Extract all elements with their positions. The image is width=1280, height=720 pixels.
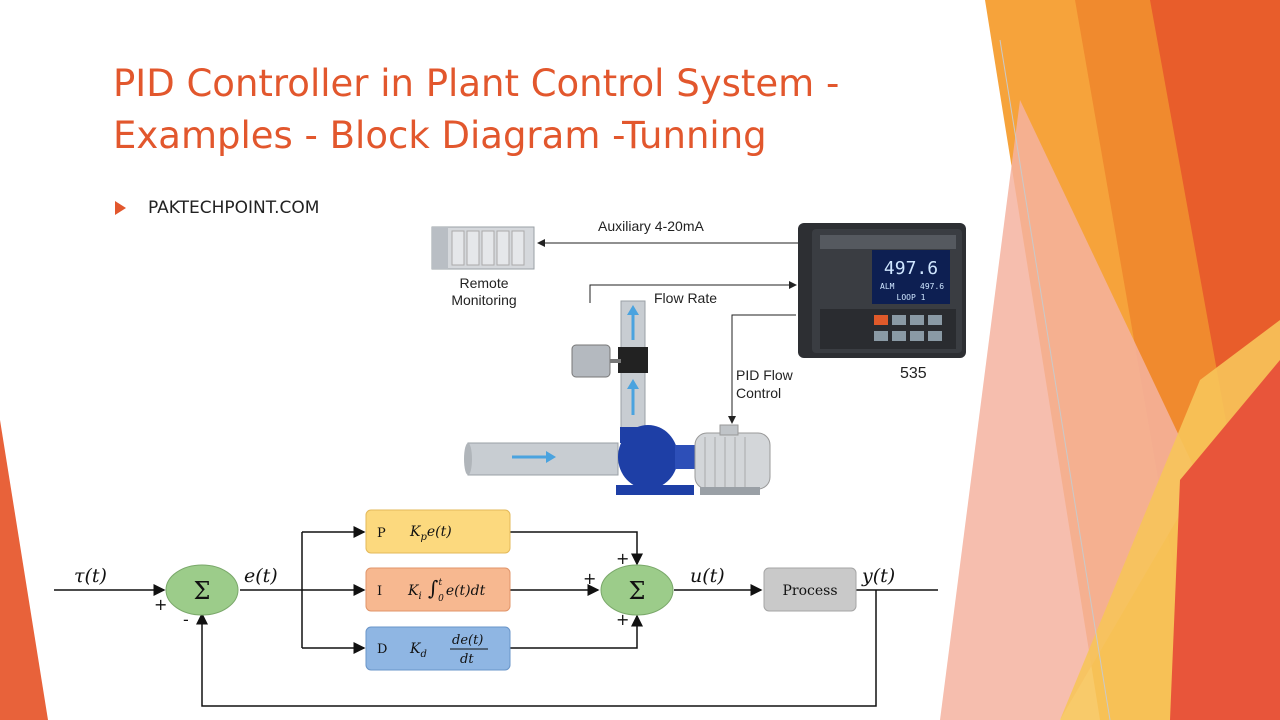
auxiliary-label: Auxiliary 4-20mA [598, 218, 704, 234]
summing-junction-2: Σ [600, 564, 674, 616]
p-block-letter: P [377, 526, 386, 541]
error-signal-label: e(t) [244, 565, 278, 587]
i-block [365, 567, 511, 612]
d-block-denominator: dt [460, 652, 474, 667]
display-alm-value: 497.6 [920, 282, 944, 291]
inlet-pipe [467, 442, 619, 476]
p-to-sum [510, 531, 643, 566]
sign-plus-p: + [616, 549, 629, 568]
remote-monitoring-icon [431, 226, 535, 270]
controller-button [892, 315, 906, 325]
title-line-2: Examples - Block Diagram -Tunning [113, 114, 767, 157]
controller-button [874, 331, 888, 341]
sign-plus-input: + [154, 595, 167, 614]
flow-meter-icon [571, 344, 611, 378]
page-title: PID Controller in Plant Control System -… [113, 58, 933, 162]
pump-icon [616, 425, 695, 495]
display-alm-label: ALM [880, 282, 895, 291]
pid-label-1: PID Flow [736, 367, 794, 383]
d-to-sum [510, 614, 643, 649]
controller-button [874, 315, 888, 325]
sign-plus-i: + [583, 569, 596, 588]
d-block [365, 626, 511, 671]
display-main-value: 497.6 [884, 258, 938, 279]
summing-junction-1: Σ [165, 564, 239, 616]
plant-illustration: Remote Monitoring Auxiliary 4-20mA 497.6… [431, 218, 966, 495]
bg-thin-line [999, 39, 1111, 720]
model-label: 535 [900, 365, 927, 382]
d-block-numerator: de(t) [452, 633, 483, 648]
bg-left-shape [0, 420, 48, 720]
bullet-text: PAKTECHPOINT.COM [148, 198, 320, 218]
bullet-arrow-icon [115, 201, 126, 215]
display-loop: LOOP 1 [897, 293, 926, 302]
i-block-letter: I [377, 584, 382, 599]
controller-535 [798, 223, 966, 358]
process-block [763, 567, 857, 612]
title-line-1: PID Controller in Plant Control System - [113, 62, 840, 105]
controller-display [872, 250, 950, 304]
controller-button [892, 331, 906, 341]
flow-rate-line [589, 281, 797, 303]
p-block-expression: Kpe(t) [409, 524, 452, 543]
remote-label-1: Remote [459, 275, 508, 291]
controller-button [910, 331, 924, 341]
pid-label-2: Control [736, 385, 781, 401]
flow-rate-label: Flow Rate [654, 290, 717, 306]
controller-button [928, 315, 942, 325]
p-block [365, 509, 511, 554]
remote-label-2: Monitoring [451, 292, 516, 308]
controller-button [928, 331, 942, 341]
d-block-letter: D [377, 642, 387, 657]
input-signal-label: τ(t) [74, 565, 107, 587]
output-signal-label: y(t) [861, 565, 895, 587]
bg-shape-red [1170, 360, 1280, 720]
sum-symbol-1: Σ [194, 577, 211, 605]
feedback-line [196, 590, 877, 707]
sum-symbol-2: Σ [629, 577, 646, 605]
bullet-item: PAKTECHPOINT.COM [115, 198, 319, 218]
process-label: Process [782, 583, 837, 599]
control-signal-label: u(t) [690, 565, 725, 587]
pid-control-line [728, 314, 796, 424]
motor-icon [694, 424, 771, 495]
controller-button [910, 315, 924, 325]
sign-plus-d: + [616, 610, 629, 629]
sign-minus-feedback: - [183, 610, 189, 629]
pid-block-diagram: Σ Σ + - + + + τ(t) e(t) u(t) y(t) P Kpe(… [54, 509, 938, 707]
